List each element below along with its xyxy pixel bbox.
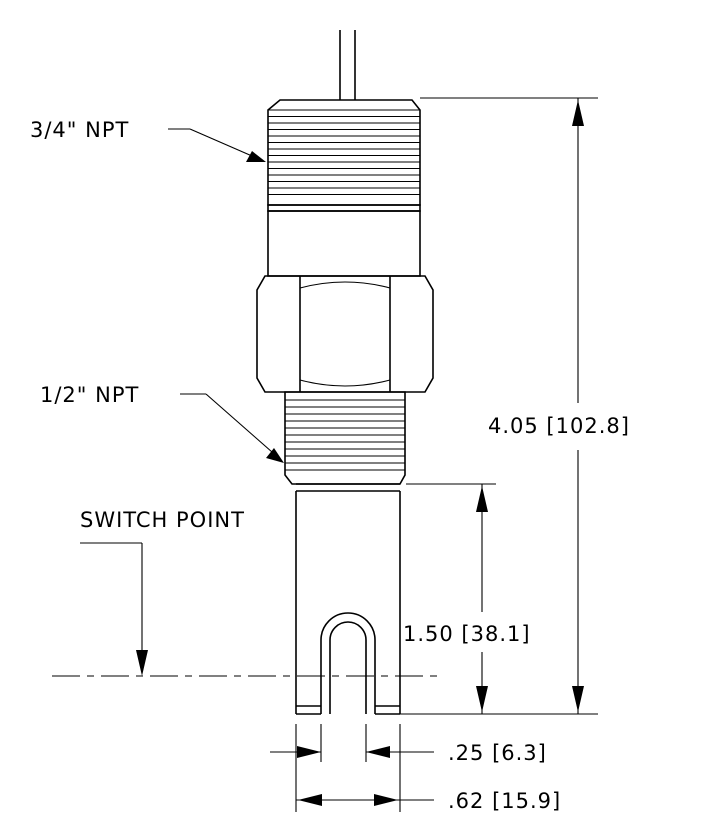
probe-slot bbox=[296, 612, 400, 714]
probe-length-label: 1.50 [38.1] bbox=[403, 622, 531, 646]
probe-diameter-label: .62 [15.9] bbox=[448, 789, 561, 813]
switch-point-leader bbox=[80, 542, 148, 676]
slot-width-label: .25 [6.3] bbox=[448, 741, 547, 765]
upper-thread-body bbox=[267, 99, 421, 206]
collar bbox=[267, 204, 421, 277]
overall-length-dimension bbox=[400, 97, 598, 715]
lower-thread-body bbox=[284, 391, 406, 492]
overall-length-label: 4.05 [102.8] bbox=[488, 414, 630, 438]
probe-stem bbox=[295, 491, 401, 715]
lower-thread-leader bbox=[180, 393, 284, 463]
lower-thread-lines bbox=[285, 399, 405, 471]
switch-point-label: SWITCH POINT bbox=[80, 508, 245, 532]
upper-thread-lines bbox=[268, 109, 420, 196]
lower-thread-label: 1/2" NPT bbox=[40, 383, 139, 407]
probe-diameter-dimension bbox=[296, 794, 434, 806]
upper-thread-leader bbox=[168, 128, 266, 162]
lead-wires bbox=[339, 30, 356, 100]
slot-width-dimension bbox=[270, 724, 434, 812]
hex-body bbox=[256, 275, 434, 393]
probe-length-dimension bbox=[406, 483, 496, 714]
upper-thread-label: 3/4" NPT bbox=[30, 118, 129, 142]
